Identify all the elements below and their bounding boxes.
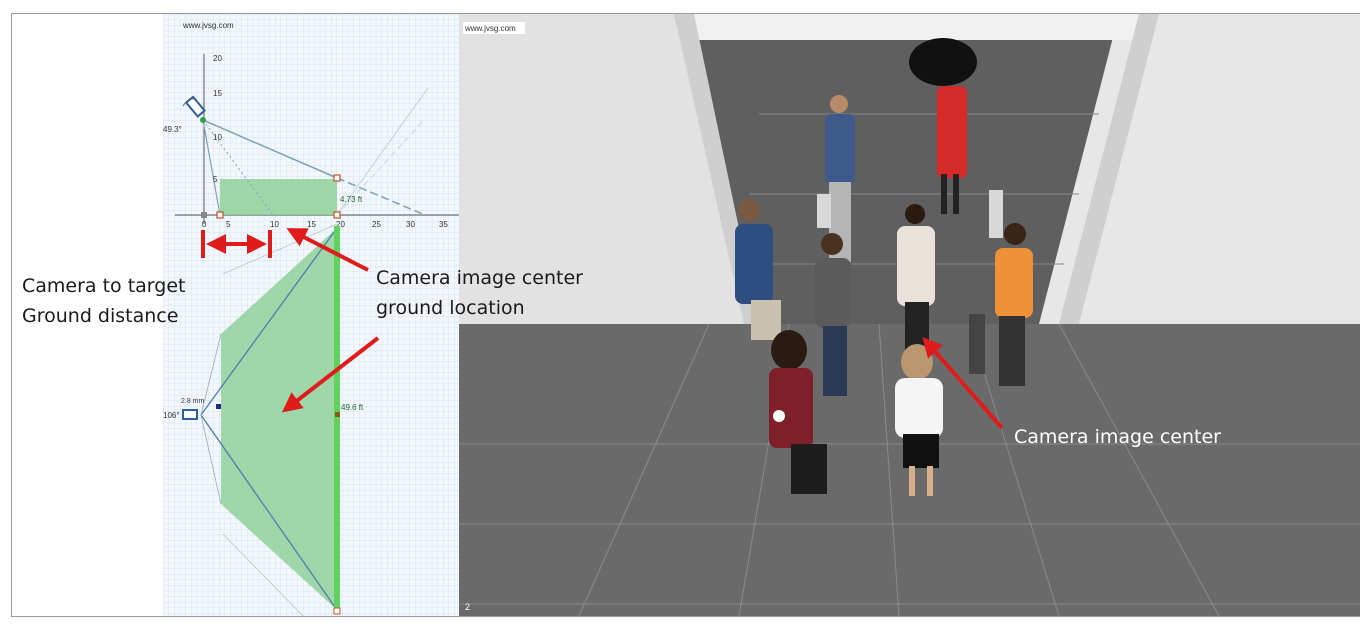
- camera-geometry-diagram: 49.3° 20 15 10 5 0 5 10 15 20 25 30 35 4…: [163, 14, 459, 616]
- person-white-blouse: [895, 344, 943, 496]
- person-left-blue: [735, 199, 781, 340]
- ceiling-edge: [674, 14, 1139, 40]
- target-center-marker: [335, 412, 340, 417]
- wall-sign-right: [989, 190, 1003, 238]
- arrow-to-ground-location: [286, 228, 369, 272]
- person-orange-top: [969, 223, 1033, 386]
- width-label: 49.6 ft: [341, 403, 364, 412]
- right-wall-edge: [1059, 14, 1159, 324]
- camera-to-target-label: Camera to target Ground distance: [22, 271, 186, 331]
- top-fov-ray-upper: [200, 227, 338, 416]
- view-ray-upper: [202, 119, 338, 179]
- view-ray-far-2: [336, 118, 426, 216]
- view-ray-upper-ext: [336, 177, 426, 216]
- top-near-ray-upper: [200, 333, 222, 416]
- x-tick-10: 10: [270, 220, 279, 229]
- tilt-angle-label: 49.3°: [163, 125, 182, 134]
- y-tick-5: 5: [213, 175, 218, 184]
- near-edge-marker: [216, 211, 224, 219]
- person-umbrella: [909, 38, 977, 214]
- top-fov-ray-lower: [200, 414, 338, 611]
- top-outer-ray-lower: [222, 533, 304, 616]
- x-tick-15: 15: [307, 220, 316, 229]
- y-tick-20: 20: [213, 54, 222, 63]
- view-ray-lower: [202, 119, 221, 216]
- camera-to-target-line2: Ground distance: [22, 305, 179, 327]
- side-coverage-area: [220, 179, 337, 215]
- near-edge-top-marker: [216, 404, 221, 409]
- x-tick-25: 25: [372, 220, 381, 229]
- camera-3d-view: www.jvsg.com 2: [459, 14, 1360, 616]
- x-tick-5: 5: [226, 220, 231, 229]
- x-tick-20: 20: [336, 220, 345, 229]
- x-tick-35: 35: [439, 220, 448, 229]
- image-center-ground-line2: ground location: [376, 297, 525, 319]
- top-outer-ray-upper: [222, 223, 338, 275]
- right-watermark: www.jvsg.com: [464, 24, 516, 33]
- target-ground-marker: [333, 211, 341, 219]
- person-grey-tshirt: [815, 233, 851, 396]
- camera-to-target-line1: Camera to target: [22, 275, 186, 297]
- arrow-to-image-center: [922, 336, 1004, 430]
- target-height-marker: [333, 174, 341, 182]
- image-center-label: Camera image center: [1014, 426, 1221, 448]
- right-watermark-bg: [463, 22, 525, 34]
- person-white-jacket: [897, 204, 935, 352]
- fov-angle-label: 106°: [163, 411, 180, 420]
- height-label: 4.73 ft: [340, 195, 363, 204]
- camera-mount-point: [200, 117, 206, 123]
- person-red-plaid: [769, 330, 827, 494]
- left-wall: [459, 14, 749, 324]
- target-plane-line: [334, 226, 340, 612]
- y-tick-10: 10: [213, 133, 222, 142]
- target-bottom-marker: [333, 607, 341, 615]
- top-coverage-area: [221, 228, 337, 610]
- x-tick-0: 0: [202, 220, 207, 229]
- view-ray-far-1: [336, 87, 429, 216]
- image-center-ground-label: Camera image center ground location: [376, 263, 583, 323]
- image-center-ground-line1: Camera image center: [376, 267, 583, 289]
- tilt-arc: [182, 98, 198, 107]
- left-watermark: www.jvsg.com: [182, 21, 234, 30]
- camera-top-icon: [182, 409, 198, 420]
- view-number: 2: [465, 602, 470, 612]
- y-tick-15: 15: [213, 89, 222, 98]
- x-tick-30: 30: [406, 220, 415, 229]
- wall-sign-left: [817, 194, 831, 228]
- arrow-to-coverage-center: [281, 336, 380, 413]
- camera-base-marker: [201, 212, 207, 218]
- top-near-ray-lower: [200, 414, 222, 505]
- distance-bracket: [201, 230, 272, 258]
- focal-length-label: 2.8 mm: [181, 398, 205, 405]
